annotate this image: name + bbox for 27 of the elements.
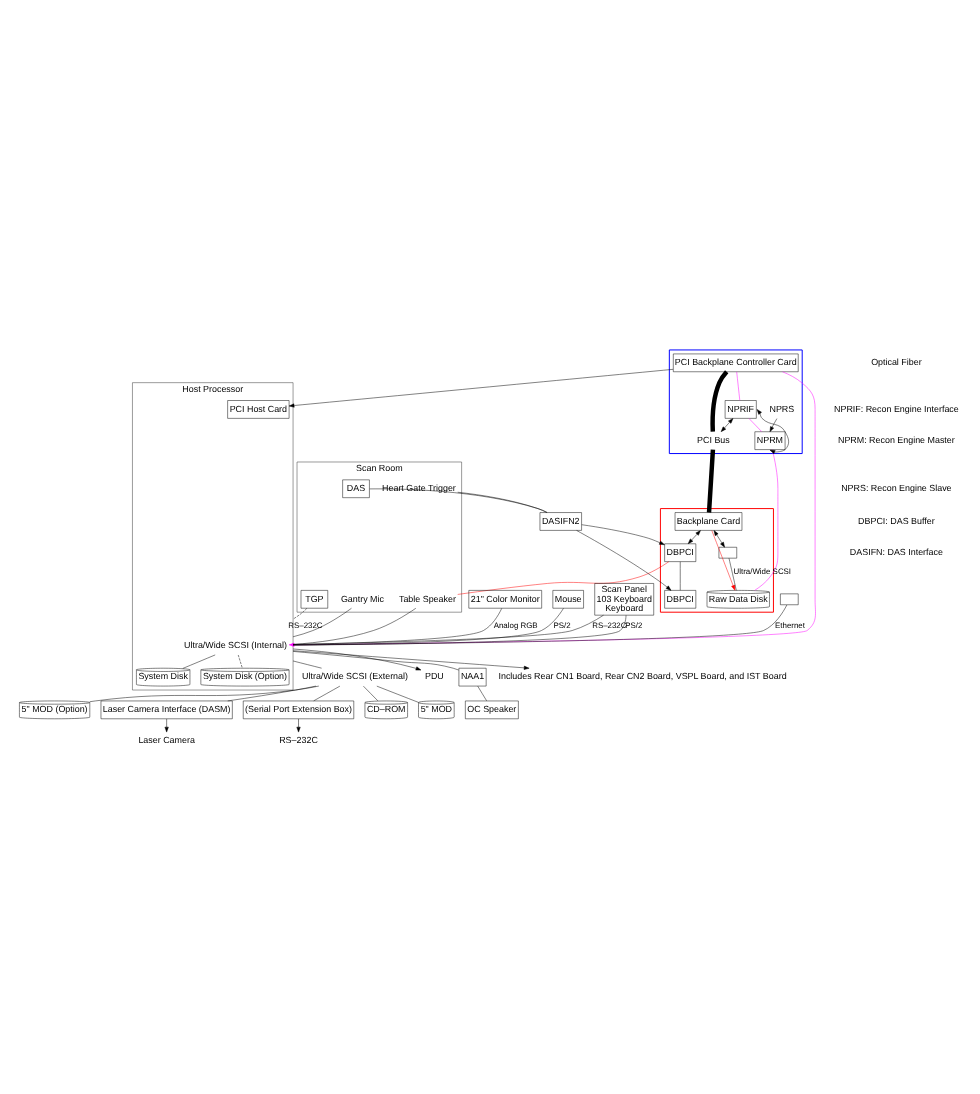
connector — [292, 607, 502, 644]
arrow — [288, 368, 674, 407]
connector — [89, 684, 320, 701]
arrow — [720, 417, 734, 431]
arrow — [581, 523, 665, 544]
arrow — [713, 529, 725, 547]
connector — [227, 684, 317, 701]
arrow — [164, 717, 169, 732]
node-box — [718, 546, 737, 558]
node-box — [780, 592, 799, 604]
connector — [710, 369, 729, 431]
arrow — [292, 649, 530, 669]
connector — [292, 607, 417, 644]
connector — [292, 607, 564, 645]
arrow — [292, 647, 422, 670]
connector — [457, 490, 548, 512]
connector — [369, 487, 548, 512]
arrow — [296, 717, 301, 732]
arrow — [687, 529, 701, 543]
connector — [457, 560, 670, 594]
connector — [292, 650, 459, 670]
arrow — [769, 417, 778, 431]
connector — [292, 603, 788, 645]
connector — [706, 448, 716, 512]
arrow — [576, 529, 672, 590]
arrow — [756, 408, 789, 453]
arrow — [711, 529, 736, 590]
